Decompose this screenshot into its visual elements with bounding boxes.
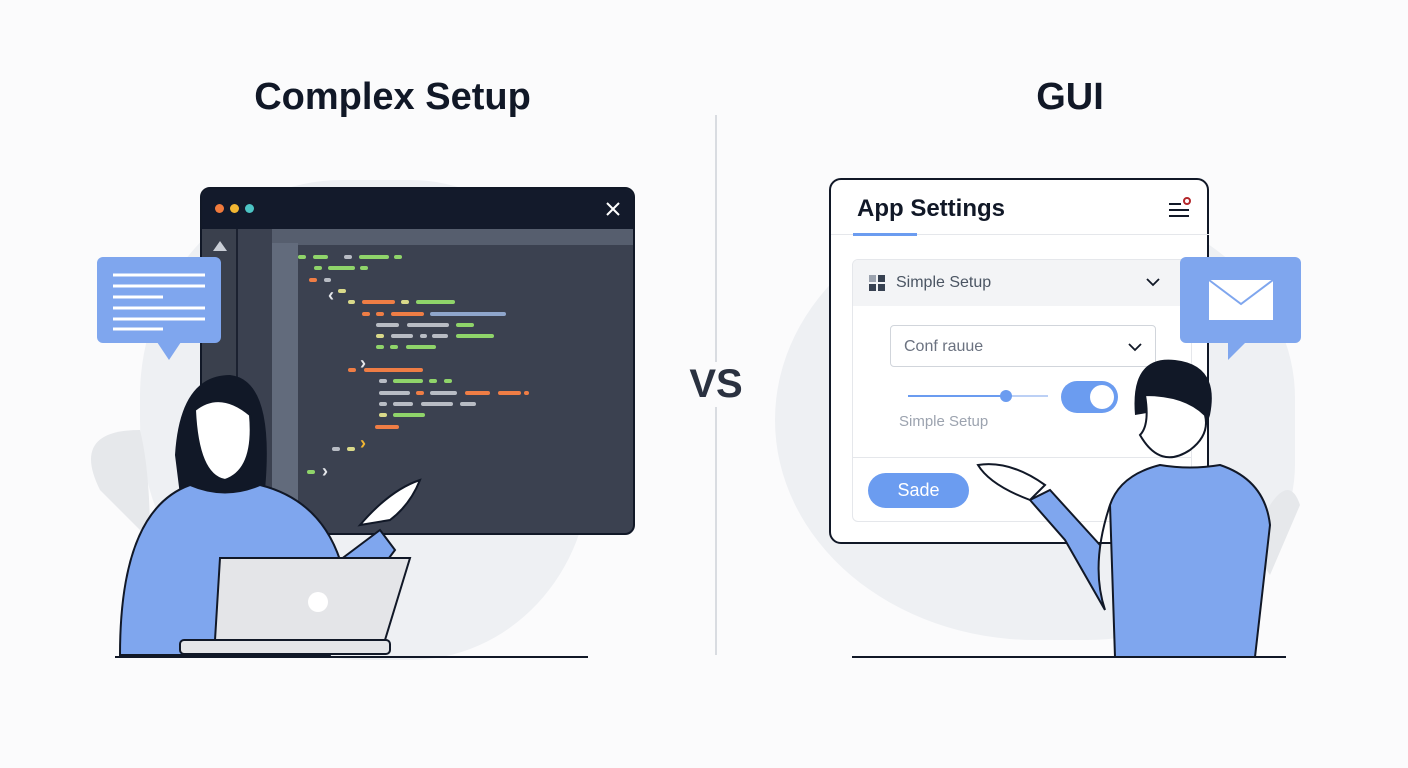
code-token [444,379,452,384]
code-token [298,255,306,259]
code-token [328,266,355,271]
slider-fill [908,395,1006,397]
chevron-down-icon[interactable] [1145,277,1161,287]
code-token [348,368,356,372]
code-token [406,345,436,350]
active-tab-indicator [853,233,917,236]
line-number-gutter [272,243,298,523]
code-token [309,277,317,282]
code-token [379,390,410,395]
code-token [324,277,331,282]
section-header[interactable]: Simple Setup [853,260,1191,306]
close-icon[interactable] [605,201,621,217]
code-token [391,311,424,316]
code-token [379,401,387,406]
code-token [376,311,384,316]
menu-notification-icon[interactable] [1167,196,1193,218]
left-title: Complex Setup [254,76,531,118]
code-token [416,300,455,305]
code-token [393,413,425,418]
man-illustration [976,359,1300,658]
chat-bubble-left [97,257,221,360]
code-token [376,345,384,350]
toggle-switch[interactable] [1061,381,1118,413]
code-token [347,447,355,452]
code-token [364,368,423,372]
code-token [456,334,494,339]
code-token [393,379,423,384]
code-token [344,255,352,259]
code-token [359,255,389,259]
code-token [524,390,529,395]
slider-track[interactable] [908,390,1048,402]
panel-divider [853,457,1191,458]
window-title: App Settings [857,195,1005,222]
ground-line-left [115,656,588,658]
code-token [429,379,437,384]
code-token [393,401,413,406]
code-token [332,447,340,452]
save-button[interactable]: Sade [868,473,969,508]
code-token [313,255,328,259]
code-token [430,311,506,316]
code-token [362,311,370,316]
code-bracket: › [360,433,366,453]
code-token [391,334,413,339]
code-token [307,469,315,474]
code-token [456,322,474,327]
code-token [416,390,424,395]
code-token [430,390,457,395]
scroll-up-icon[interactable] [213,241,227,251]
close-dot[interactable] [215,204,224,213]
code-token [407,322,449,327]
code-token [360,266,368,271]
code-token [394,255,402,259]
mail-bubble [1180,257,1301,360]
vs-label: VS [676,362,756,407]
grid-icon [869,275,885,291]
code-token [338,288,346,293]
code-token [376,322,399,327]
code-token [379,413,387,418]
minimize-dot[interactable] [230,204,239,213]
ground-line-right [852,656,1286,658]
code-bracket: › [360,353,366,373]
slider-label: Simple Setup [899,413,989,430]
terminal-titlebar [202,189,633,229]
right-title: GUI [1036,76,1104,118]
section-label: Simple Setup [896,274,992,291]
settings-panel: Simple Setup Conf rauue Simple Setup Sad… [852,259,1192,522]
tab-underline [831,234,1209,235]
code-token [348,300,355,305]
code-token [421,401,453,406]
code-token [401,300,409,305]
code-token [379,379,387,384]
code-token [498,390,521,395]
code-token [390,345,398,350]
terminal-header-strip [272,229,633,245]
code-bracket: ‹ [328,285,334,305]
code-token [460,401,476,406]
config-dropdown[interactable]: Conf rauue [890,325,1156,367]
dropdown-value: Conf rauue [904,338,984,355]
toggle-knob [1090,385,1114,409]
woman-illustration [91,375,422,656]
code-token [465,390,490,395]
code-token [362,300,395,305]
code-bracket: › [322,461,328,481]
code-token [432,334,448,339]
maximize-dot[interactable] [245,204,254,213]
code-token [376,334,384,339]
code-token [420,334,427,339]
code-token [375,424,399,429]
slider-thumb[interactable] [1000,390,1012,402]
code-token [314,266,322,271]
chevron-down-icon [1128,343,1142,352]
